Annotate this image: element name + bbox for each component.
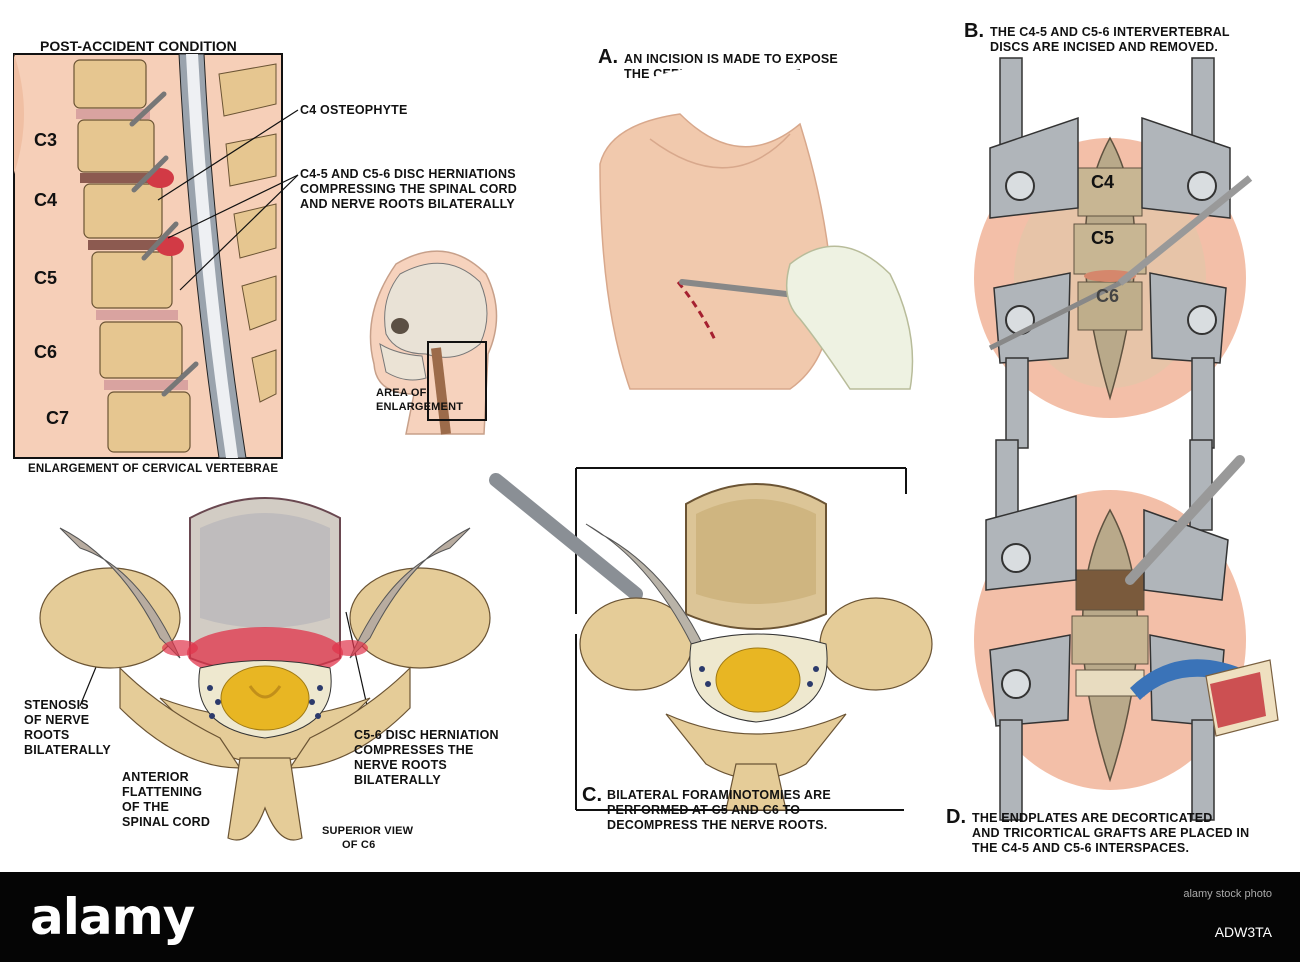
flattening-label-line-4: SPINAL CORD	[122, 815, 211, 829]
panel-d-text-line-2: AND TRICORTICAL GRAFTS ARE PLACED IN	[972, 826, 1250, 840]
graft-placement-illustration	[974, 439, 1279, 821]
flattening-label-line-2: FLATTENING	[122, 785, 203, 799]
panel-b-letter: B.	[964, 20, 984, 42]
flattening-label-line-1: ANTERIOR	[122, 770, 189, 784]
flattening-label-line-3: OF THE	[122, 800, 170, 814]
vertebra-label-c5: C5	[34, 268, 58, 288]
panel-b-label-c5: C5	[1091, 228, 1115, 248]
callout-herniation-line-2: COMPRESSING THE SPINAL CORD	[300, 182, 517, 196]
panel-d-letter: D.	[946, 806, 966, 828]
stenosis-label-line-1: STENOSIS	[24, 698, 89, 712]
panel-c-text-line-3: DECOMPRESS THE NERVE ROOTS.	[607, 818, 828, 832]
enlargement-caption: ENLARGEMENT OF CERVICAL VERTEBRAE	[28, 463, 279, 475]
superior-view-label-line-1: SUPERIOR VIEW	[322, 825, 414, 837]
panel-c-text-line-2: PERFORMED AT C5 AND C6 TO	[607, 803, 801, 817]
skull-inset-illustration	[369, 250, 498, 435]
superior-view-c6-illustration	[39, 497, 491, 841]
watermark-text: alamy stock photo	[1183, 888, 1272, 900]
stock-footer-bar: alamy alamy stock photo ADW3TA	[0, 872, 1300, 962]
area-label-line-2: ENLARGEMENT	[376, 401, 464, 413]
post-accident-title: POST-ACCIDENT CONDITION	[40, 38, 237, 54]
herniation-label-line-1: C5-6 DISC HERNIATION	[354, 728, 499, 742]
callout-herniation-line-3: AND NERVE ROOTS BILATERALLY	[300, 197, 515, 211]
panel-a-text-line-1: AN INCISION IS MADE TO EXPOSE	[624, 52, 838, 66]
panel-b-label-c4: C4	[1091, 172, 1115, 192]
stenosis-label-line-4: BILATERALLY	[24, 743, 111, 757]
panel-c-text-line-1: BILATERAL FORAMINOTOMIES ARE	[607, 788, 831, 802]
superior-view-label-line-2: OF C6	[342, 839, 376, 851]
panel-d-text-line-3: THE C4-5 AND C5-6 INTERSPACES.	[972, 841, 1190, 855]
herniation-label-line-2: COMPRESSES THE	[354, 743, 474, 757]
neck-incision-illustration	[580, 64, 914, 390]
callout-c4-osteophyte: C4 OSTEOPHYTE	[300, 103, 408, 117]
vertebra-label-c6: C6	[34, 342, 58, 362]
herniation-label-line-4: BILATERALLY	[354, 773, 441, 787]
panel-d-text-line-1: THE ENDPLATES ARE DECORTICATED	[972, 811, 1213, 825]
area-label-line-1: AREA OF	[376, 387, 427, 399]
vertebra-label-c3: C3	[34, 130, 58, 150]
panel-b-text-line-1: THE C4-5 AND C5-6 INTERVERTEBRAL	[990, 25, 1230, 39]
panel-c-letter: C.	[582, 784, 602, 806]
stenosis-label-line-3: ROOTS	[24, 728, 70, 742]
callout-herniation-line-1: C4-5 AND C5-6 DISC HERNIATIONS	[300, 167, 516, 181]
stenosis-label-line-2: OF NERVE	[24, 713, 90, 727]
alamy-logo: alamy	[30, 888, 195, 946]
vertebra-label-c4: C4	[34, 190, 58, 210]
panel-a-letter: A.	[598, 46, 618, 68]
disc-removal-illustration	[974, 57, 1253, 449]
foraminotomy-illustration	[489, 467, 933, 811]
panel-b-text-line-2: DISCS ARE INCISED AND REMOVED.	[990, 40, 1219, 54]
panel-b-label-c6: C6	[1096, 286, 1120, 306]
vertebra-label-c7: C7	[46, 408, 70, 428]
cervical-spine-sagittal-illustration	[13, 53, 283, 459]
herniation-label-line-3: NERVE ROOTS	[354, 758, 447, 772]
image-code: ADW3TA	[1214, 924, 1272, 940]
